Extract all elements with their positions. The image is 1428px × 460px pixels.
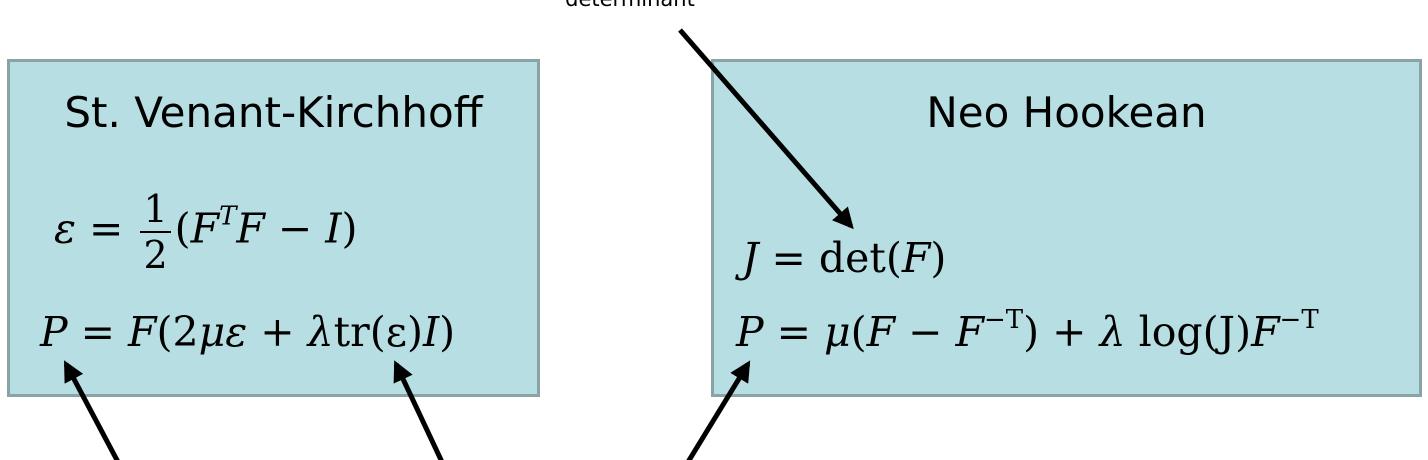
open-paren-two: (2: [156, 308, 199, 356]
epsilon-symbol: ε: [225, 308, 248, 356]
fraction-numerator: 1: [143, 187, 168, 231]
close-paren: ): [341, 204, 358, 253]
mu-symbol: μ: [824, 308, 851, 356]
minus-sign: −: [264, 204, 326, 253]
neo-hookean-box: Neo Hookean J = det(F) P = μ(F − F−T) + …: [711, 59, 1422, 397]
deformation-gradient-symbol: F: [955, 308, 984, 356]
neo-hookean-title: Neo Hookean: [926, 88, 1207, 137]
close-paren: ): [1023, 308, 1040, 356]
minus-sign: −: [895, 308, 956, 356]
open-paren: (: [885, 234, 902, 282]
stress-symbol: P: [40, 308, 68, 356]
transpose-superscript: T: [219, 201, 237, 232]
deformation-gradient-symbol: F: [1251, 308, 1280, 356]
log-argument: (J): [1202, 308, 1252, 356]
close-paren: ): [930, 234, 947, 282]
open-paren: (: [174, 204, 191, 253]
trace-operator: tr: [333, 308, 370, 356]
jacobian-equation: J = det(F): [742, 238, 946, 279]
close-paren: ): [439, 308, 456, 356]
deformation-gradient-symbol: F: [190, 204, 220, 253]
log-operator: log: [1125, 308, 1203, 356]
lambda-symbol: λ: [307, 308, 334, 356]
identity-symbol: I: [325, 204, 342, 253]
stress-equation-neo-hookean: P = μ(F − F−T) + λ log(J)F−T: [736, 307, 1319, 353]
stress-symbol: P: [736, 308, 764, 356]
trace-arrow: [393, 360, 444, 460]
equals-sign: =: [67, 308, 129, 356]
st-venant-kirchhoff-title: St. Venant-Kirchhoff: [64, 88, 483, 137]
equals-sign: =: [758, 234, 819, 282]
inverse-transpose-superscript: −T: [1279, 305, 1319, 335]
mu-symbol: μ: [198, 308, 226, 356]
equals-sign: =: [763, 308, 825, 356]
stress-arrow-neo-hookean: [686, 360, 751, 460]
determinant-arrow: [678, 28, 854, 230]
lambda-symbol: λ: [1099, 308, 1126, 356]
jacobian-symbol: J: [742, 234, 759, 282]
plus-sign: +: [247, 308, 308, 356]
fraction-denominator: 2: [143, 233, 168, 277]
stress-arrow-svk: [63, 360, 120, 460]
determinant-operator: det: [818, 234, 886, 282]
determinant-label: determinant: [520, 0, 740, 11]
deformation-gradient-symbol: F: [236, 204, 265, 253]
plus-sign: +: [1039, 308, 1100, 356]
stress-equation-svk: P = F(2με + λtr(ε)I): [40, 312, 455, 353]
inverse-transpose-superscript: −T: [984, 305, 1024, 335]
equals-sign: =: [76, 204, 137, 253]
open-paren: (: [850, 308, 867, 356]
identity-symbol: I: [422, 308, 440, 356]
deformation-gradient-symbol: F: [128, 308, 157, 356]
deformation-gradient-symbol: F: [901, 234, 931, 282]
epsilon-symbol: ε: [54, 204, 77, 253]
deformation-gradient-symbol: F: [866, 308, 896, 356]
trace-argument: (ε): [369, 308, 423, 356]
